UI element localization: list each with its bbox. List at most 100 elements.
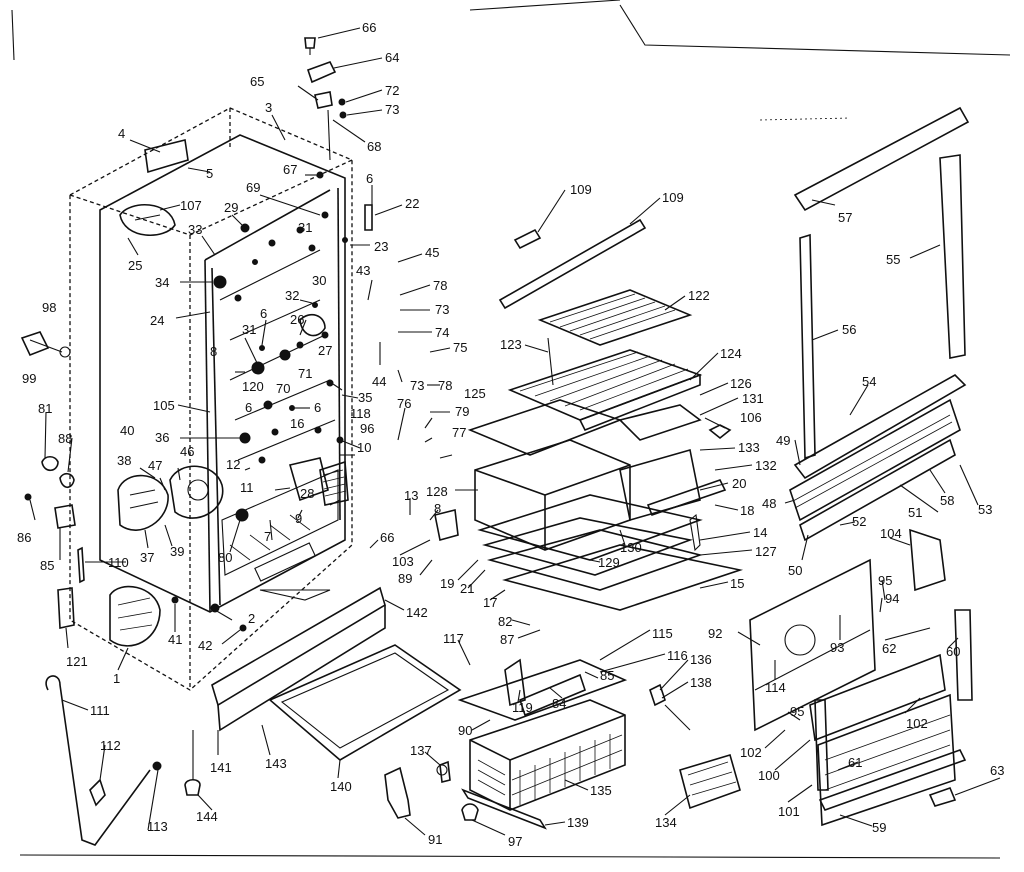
part-label: 11: [240, 480, 254, 495]
part-label: 75: [453, 340, 467, 355]
part-label: 85: [600, 668, 614, 683]
drain-parts: [384, 764, 547, 830]
part-label: 50: [788, 563, 802, 578]
part-label: 141: [210, 760, 232, 775]
part-label: 19: [440, 576, 454, 591]
shelves: [434, 218, 744, 611]
part-label: 77: [452, 425, 466, 440]
part-label: 97: [508, 834, 522, 849]
part-label: 31: [242, 322, 256, 337]
part-label: 54: [862, 374, 876, 389]
part-label: 24: [150, 313, 164, 328]
part-label: 28: [300, 486, 314, 501]
part-label: 125: [464, 386, 486, 401]
part-label: 143: [265, 756, 287, 771]
part-label: 80: [218, 550, 232, 565]
part-label: 45: [425, 245, 439, 260]
compressor-parts: [20, 331, 247, 647]
part-label: 81: [38, 401, 52, 416]
part-label: 94: [885, 591, 899, 606]
part-label: 144: [196, 809, 218, 824]
part-label: 18: [740, 503, 754, 518]
part-label: 135: [590, 783, 612, 798]
part-label: 93: [830, 640, 844, 655]
part-label: 140: [330, 779, 352, 794]
part-label: 114: [765, 680, 786, 695]
part-label: 95: [878, 573, 892, 588]
part-label: 34: [155, 275, 169, 290]
part-label: 128: [426, 484, 448, 499]
part-label: 72: [385, 83, 399, 98]
part-label: 101: [778, 804, 800, 819]
part-label: 122: [688, 288, 710, 303]
part-label: 57: [838, 210, 852, 225]
part-label: 48: [762, 496, 776, 511]
part-label: 1: [113, 671, 120, 686]
part-label: 39: [170, 544, 184, 559]
part-label: 66: [380, 530, 394, 545]
part-label: 84: [552, 696, 566, 711]
part-label: 124: [720, 346, 742, 361]
part-label: 35: [358, 390, 372, 405]
part-label: 73: [435, 302, 449, 317]
part-label: 103: [392, 554, 414, 569]
part-label: 139: [567, 815, 589, 830]
part-label: 14: [753, 525, 767, 540]
part-label: 6: [260, 306, 267, 321]
part-label: 53: [978, 502, 992, 517]
part-label: 91: [428, 832, 442, 847]
part-label: 110: [108, 555, 129, 570]
part-label: 71: [298, 366, 312, 381]
part-label: 58: [940, 493, 954, 508]
part-label: 85: [40, 558, 54, 573]
part-label: 52: [852, 514, 866, 529]
part-label: 38: [117, 453, 131, 468]
part-label: 104: [880, 526, 902, 541]
part-label: 86: [17, 530, 31, 545]
part-label: 142: [406, 605, 428, 620]
part-label: 59: [872, 820, 886, 835]
part-label: 23: [374, 239, 388, 254]
part-label: 138: [690, 675, 712, 690]
part-label: 16: [290, 416, 304, 431]
part-label: 127: [755, 544, 777, 559]
part-label: 116: [667, 648, 688, 663]
part-label: 98: [42, 300, 56, 315]
grille-and-tray: [45, 586, 462, 846]
part-label: 2: [248, 611, 255, 626]
part-label: 29: [224, 200, 238, 215]
part-label: 106: [740, 410, 762, 425]
part-label: 88: [58, 431, 72, 446]
part-label: 120: [242, 379, 264, 394]
part-number-labels: 66 64 65 72 73 68 3 4 5 67 6 22 107 69 2…: [17, 20, 1004, 849]
part-label: 100: [758, 768, 780, 783]
part-label: 65: [250, 74, 264, 89]
part-label: 5: [206, 166, 213, 181]
part-label: 13: [404, 488, 418, 503]
part-label: 17: [483, 595, 497, 610]
part-label: 12: [226, 457, 240, 472]
part-label: 131: [742, 391, 764, 406]
part-label: 112: [100, 738, 121, 753]
cabinet-shell: [69, 107, 353, 691]
part-label: 95: [790, 704, 804, 719]
part-label: 129: [598, 555, 620, 570]
part-label: 109: [570, 182, 592, 197]
part-label: 40: [120, 423, 134, 438]
part-label: 55: [886, 252, 900, 267]
part-label: 90: [458, 723, 472, 738]
part-label: 60: [946, 644, 960, 659]
part-label: 20: [732, 476, 746, 491]
part-label: 6: [245, 400, 252, 415]
part-label: 107: [180, 198, 202, 213]
part-label: 66: [362, 20, 376, 35]
part-label: 63: [990, 763, 1004, 778]
part-label: 10: [357, 440, 371, 455]
part-label: 69: [246, 180, 260, 195]
part-label: 119: [512, 700, 533, 715]
part-label: 92: [708, 626, 722, 641]
part-label: 26: [290, 312, 304, 327]
part-label: 134: [655, 815, 677, 830]
